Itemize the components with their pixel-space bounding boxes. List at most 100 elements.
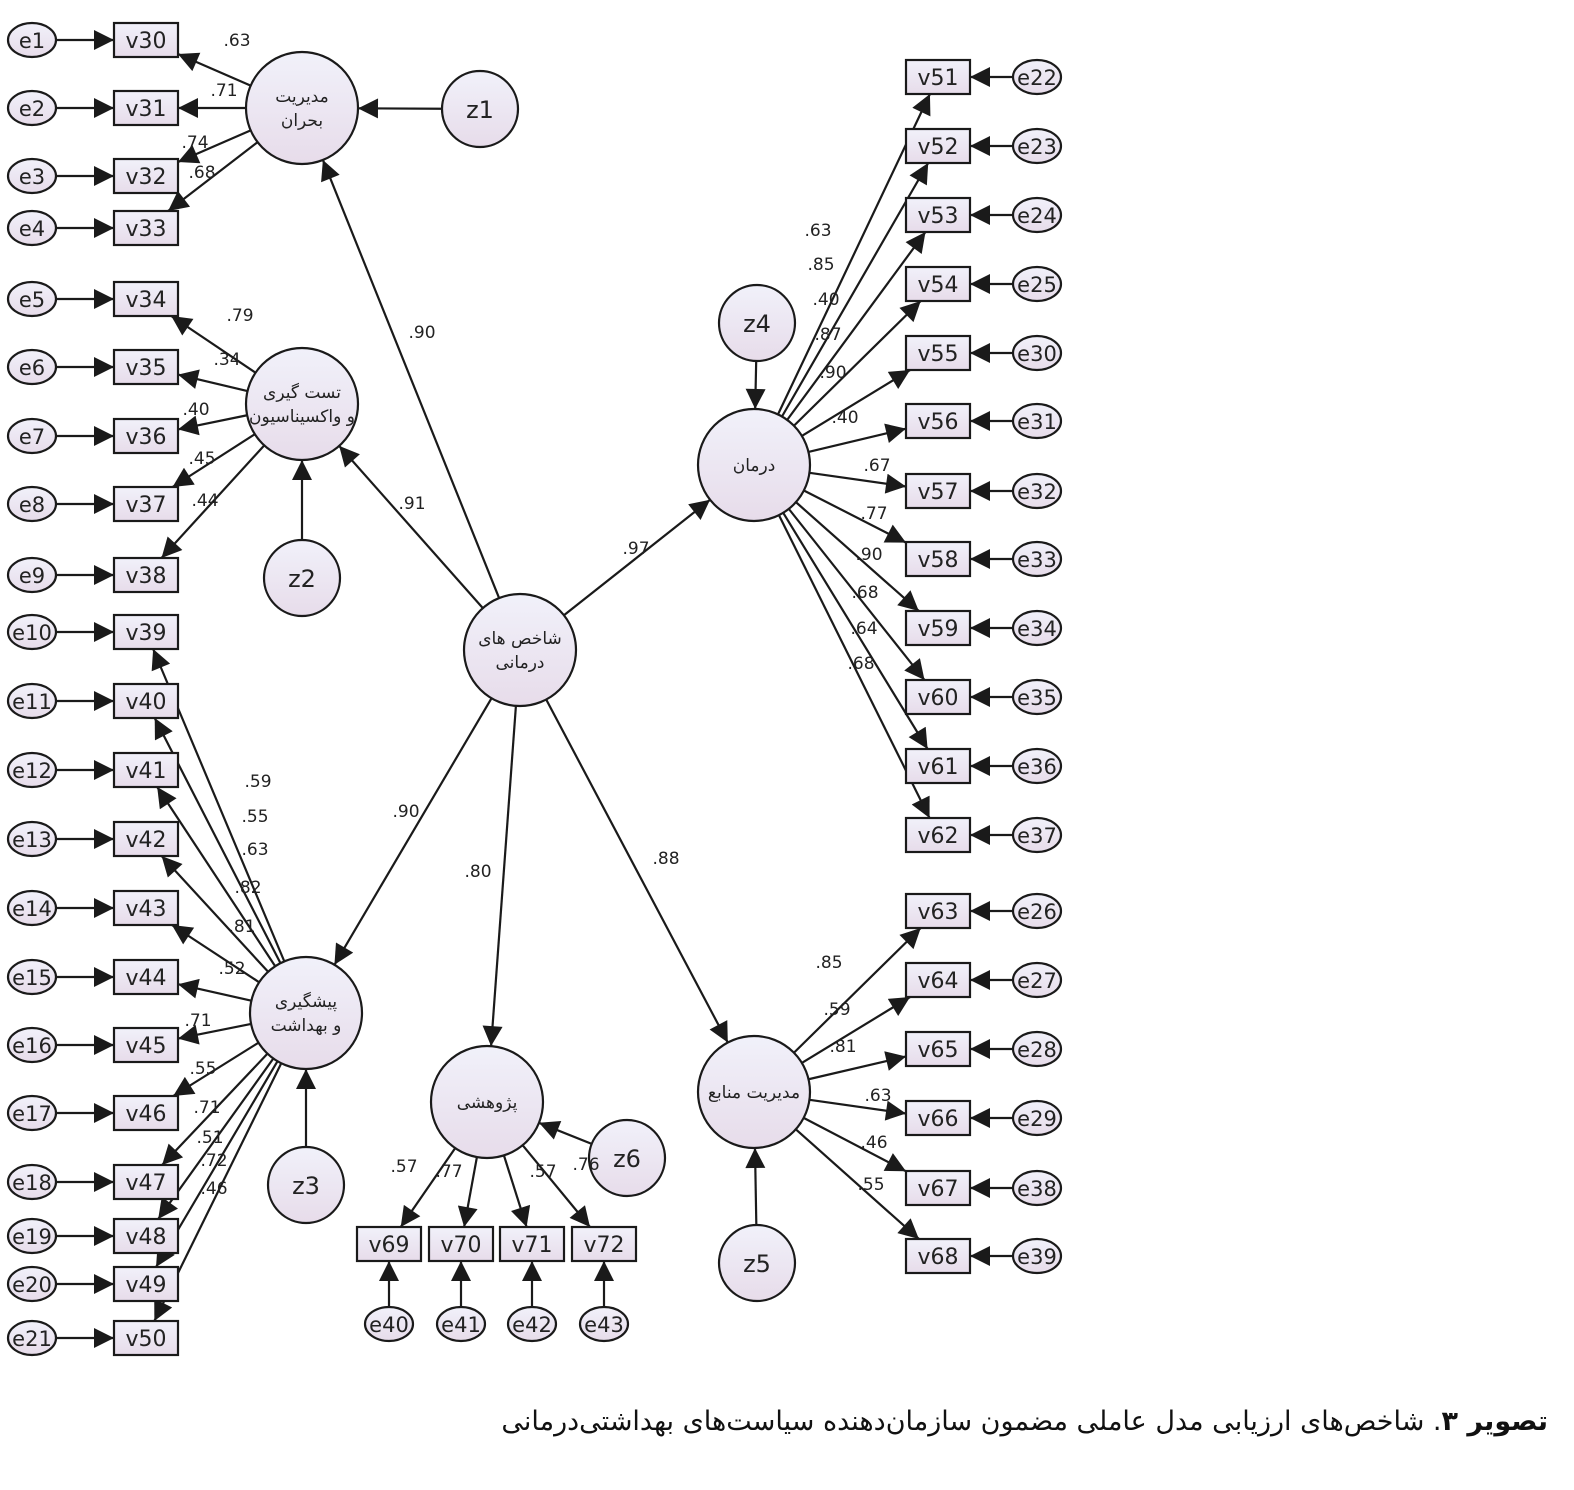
coef-v69: .57 bbox=[390, 1157, 417, 1177]
error-e14-label: e14 bbox=[12, 897, 52, 921]
indicator-v61 bbox=[904, 747, 972, 785]
indicator-v33 bbox=[112, 209, 180, 247]
latent-f5-label-1: مدیریت منابع bbox=[708, 1083, 800, 1103]
indicator-v63-label: v63 bbox=[917, 900, 958, 925]
indicator-v35 bbox=[112, 348, 180, 386]
coef-v60: .68 bbox=[851, 583, 878, 603]
indicator-v55 bbox=[904, 334, 972, 372]
loading-f1-v30 bbox=[177, 52, 252, 87]
error-e41-label: e41 bbox=[441, 1313, 481, 1337]
indicator-v45 bbox=[112, 1026, 180, 1064]
path-z4-f6 bbox=[745, 360, 766, 410]
coef-v31: .71 bbox=[210, 81, 237, 101]
error-e39-label: e39 bbox=[1017, 1245, 1057, 1269]
disturbance-z6 bbox=[587, 1118, 667, 1198]
error-e8-label: e8 bbox=[19, 493, 45, 517]
error-e29-label: e29 bbox=[1017, 1107, 1057, 1131]
error-e43 bbox=[578, 1305, 630, 1343]
path-central-f6 bbox=[563, 498, 711, 617]
error-e39 bbox=[1011, 1237, 1063, 1275]
indicator-v39-label: v39 bbox=[125, 621, 166, 646]
coef-v42: .82 bbox=[234, 878, 261, 898]
loading-f5-v63 bbox=[793, 927, 922, 1054]
coef-v67: .46 bbox=[860, 1133, 887, 1153]
latent-central bbox=[462, 592, 578, 708]
path-z6-f4 bbox=[538, 1120, 593, 1145]
indicator-v46 bbox=[112, 1094, 180, 1132]
indicator-v50-label: v50 bbox=[125, 1327, 166, 1352]
indicator-v51 bbox=[904, 58, 972, 96]
error-e5 bbox=[6, 280, 58, 318]
latent-f3 bbox=[248, 955, 364, 1071]
loading-f5-v67 bbox=[803, 1116, 907, 1173]
error-e26 bbox=[1011, 892, 1063, 930]
path-z5-f5 bbox=[745, 1147, 766, 1226]
error-e24 bbox=[1011, 196, 1063, 234]
figure-caption-text: . شاخص‌های ارزیابی مدل عاملی مضمون سازما… bbox=[501, 1406, 1442, 1437]
error-e4-label: e4 bbox=[19, 217, 45, 241]
coef-v34: .79 bbox=[226, 306, 253, 326]
indicator-v69 bbox=[355, 1225, 423, 1263]
indicator-v65 bbox=[904, 1030, 972, 1068]
latent-f5 bbox=[696, 1034, 812, 1150]
coef-v45: .71 bbox=[184, 1011, 211, 1031]
error-e22-label: e22 bbox=[1017, 66, 1057, 90]
loading-f6-v54 bbox=[793, 300, 922, 427]
indicator-v30-label: v30 bbox=[125, 29, 166, 54]
indicator-v42 bbox=[112, 820, 180, 858]
error-e33-label: e33 bbox=[1017, 548, 1057, 572]
indicator-v65-label: v65 bbox=[917, 1038, 958, 1063]
error-e42-label: e42 bbox=[512, 1313, 552, 1337]
error-e42 bbox=[506, 1305, 558, 1343]
error-e21 bbox=[6, 1319, 58, 1357]
error-e19 bbox=[6, 1217, 58, 1255]
disturbance-z1 bbox=[440, 69, 520, 149]
indicator-v72 bbox=[570, 1225, 638, 1263]
loading-f2-v34 bbox=[170, 315, 257, 374]
error-e25-label: e25 bbox=[1017, 273, 1057, 297]
loading-f6-v55 bbox=[801, 369, 911, 437]
error-e5-label: e5 bbox=[19, 288, 45, 312]
path-central-f5 bbox=[545, 698, 729, 1044]
indicator-v67 bbox=[904, 1169, 972, 1207]
indicator-v53 bbox=[904, 196, 972, 234]
loading-f2-v37 bbox=[171, 433, 256, 488]
loading-f3-v45 bbox=[177, 1022, 252, 1045]
disturbance-z1-label: z1 bbox=[466, 96, 494, 124]
coef-v70: .77 bbox=[435, 1162, 462, 1182]
indicator-v66-label: v66 bbox=[917, 1107, 958, 1132]
indicator-v60-label: v60 bbox=[917, 686, 958, 711]
coef-v40: .55 bbox=[241, 807, 268, 827]
loading-f6-v62 bbox=[777, 514, 931, 819]
loading-f3-v46 bbox=[172, 1041, 260, 1097]
error-e41 bbox=[435, 1305, 487, 1343]
error-e40 bbox=[363, 1305, 415, 1343]
loading-f2-v35 bbox=[177, 369, 248, 393]
indicator-v47-label: v47 bbox=[125, 1171, 166, 1196]
indicator-v43-label: v43 bbox=[125, 897, 166, 922]
latent-central-label-2: درمانی bbox=[496, 653, 545, 673]
error-e16 bbox=[6, 1026, 58, 1064]
error-e16-label: e16 bbox=[12, 1034, 52, 1058]
indicator-v59 bbox=[904, 609, 972, 647]
coef-central-f3: .90 bbox=[392, 802, 419, 822]
coef-v47: .71 bbox=[193, 1098, 220, 1118]
coef-v54: .87 bbox=[814, 325, 841, 345]
disturbance-z2-label: z2 bbox=[288, 565, 316, 593]
disturbance-z3 bbox=[266, 1145, 346, 1225]
error-e36 bbox=[1011, 747, 1063, 785]
coef-v56: .40 bbox=[831, 408, 858, 428]
indicator-v56-label: v56 bbox=[917, 410, 958, 435]
indicator-v32 bbox=[112, 157, 180, 195]
indicator-v58 bbox=[904, 540, 972, 578]
indicator-v52 bbox=[904, 127, 972, 165]
indicator-v72-label: v72 bbox=[583, 1233, 624, 1258]
error-e15-label: e15 bbox=[12, 966, 52, 990]
loading-f6-v58 bbox=[803, 489, 907, 544]
indicator-v42-label: v42 bbox=[125, 828, 166, 853]
indicator-v54-label: v54 bbox=[917, 273, 958, 298]
indicator-v35-label: v35 bbox=[125, 356, 166, 381]
coef-v51: .63 bbox=[804, 221, 831, 241]
indicator-v70 bbox=[427, 1225, 495, 1263]
error-e13-label: e13 bbox=[12, 828, 52, 852]
